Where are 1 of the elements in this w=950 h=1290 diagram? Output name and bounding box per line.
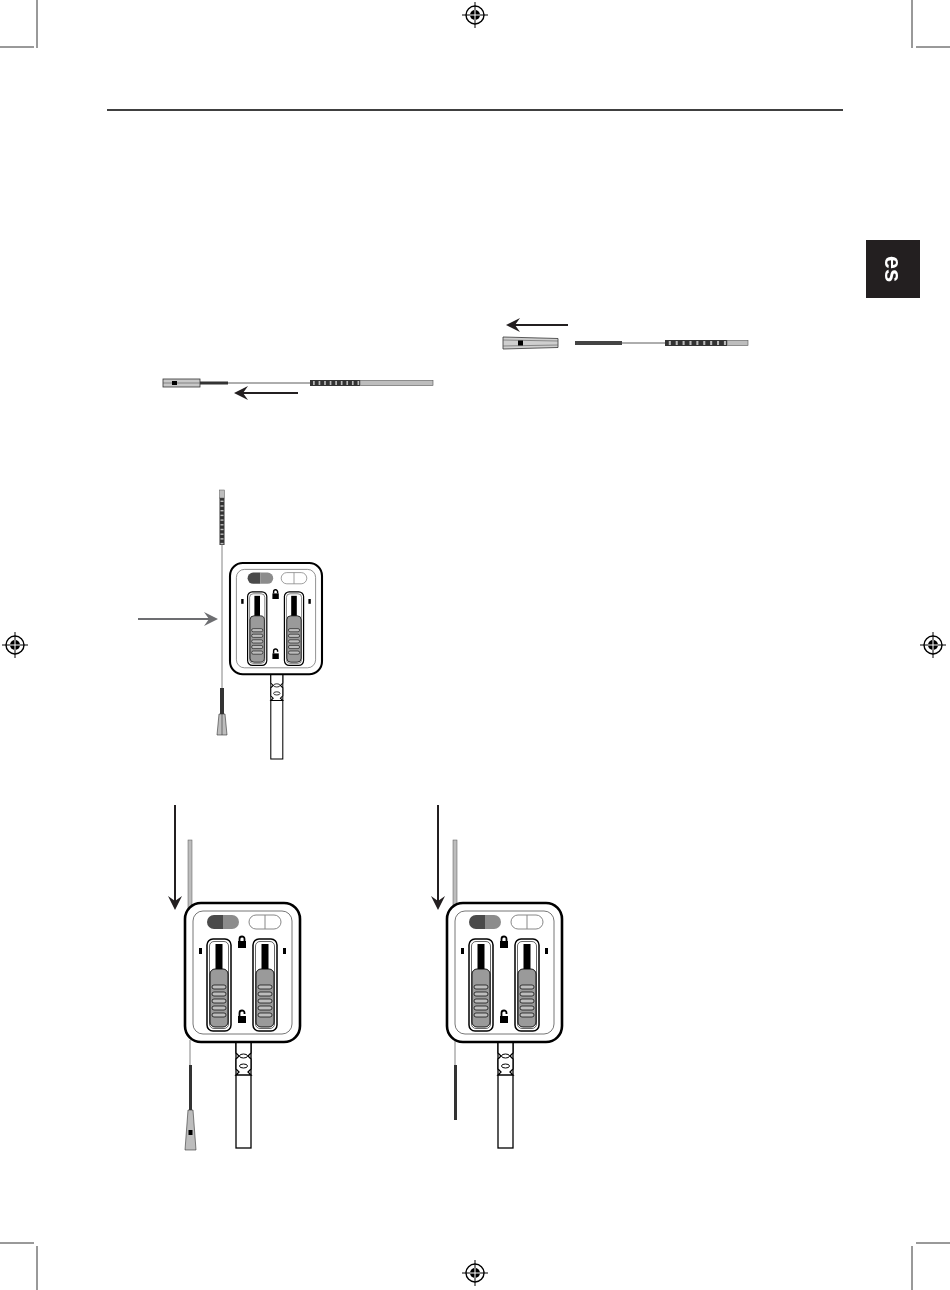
language-tab: es — [866, 240, 920, 298]
